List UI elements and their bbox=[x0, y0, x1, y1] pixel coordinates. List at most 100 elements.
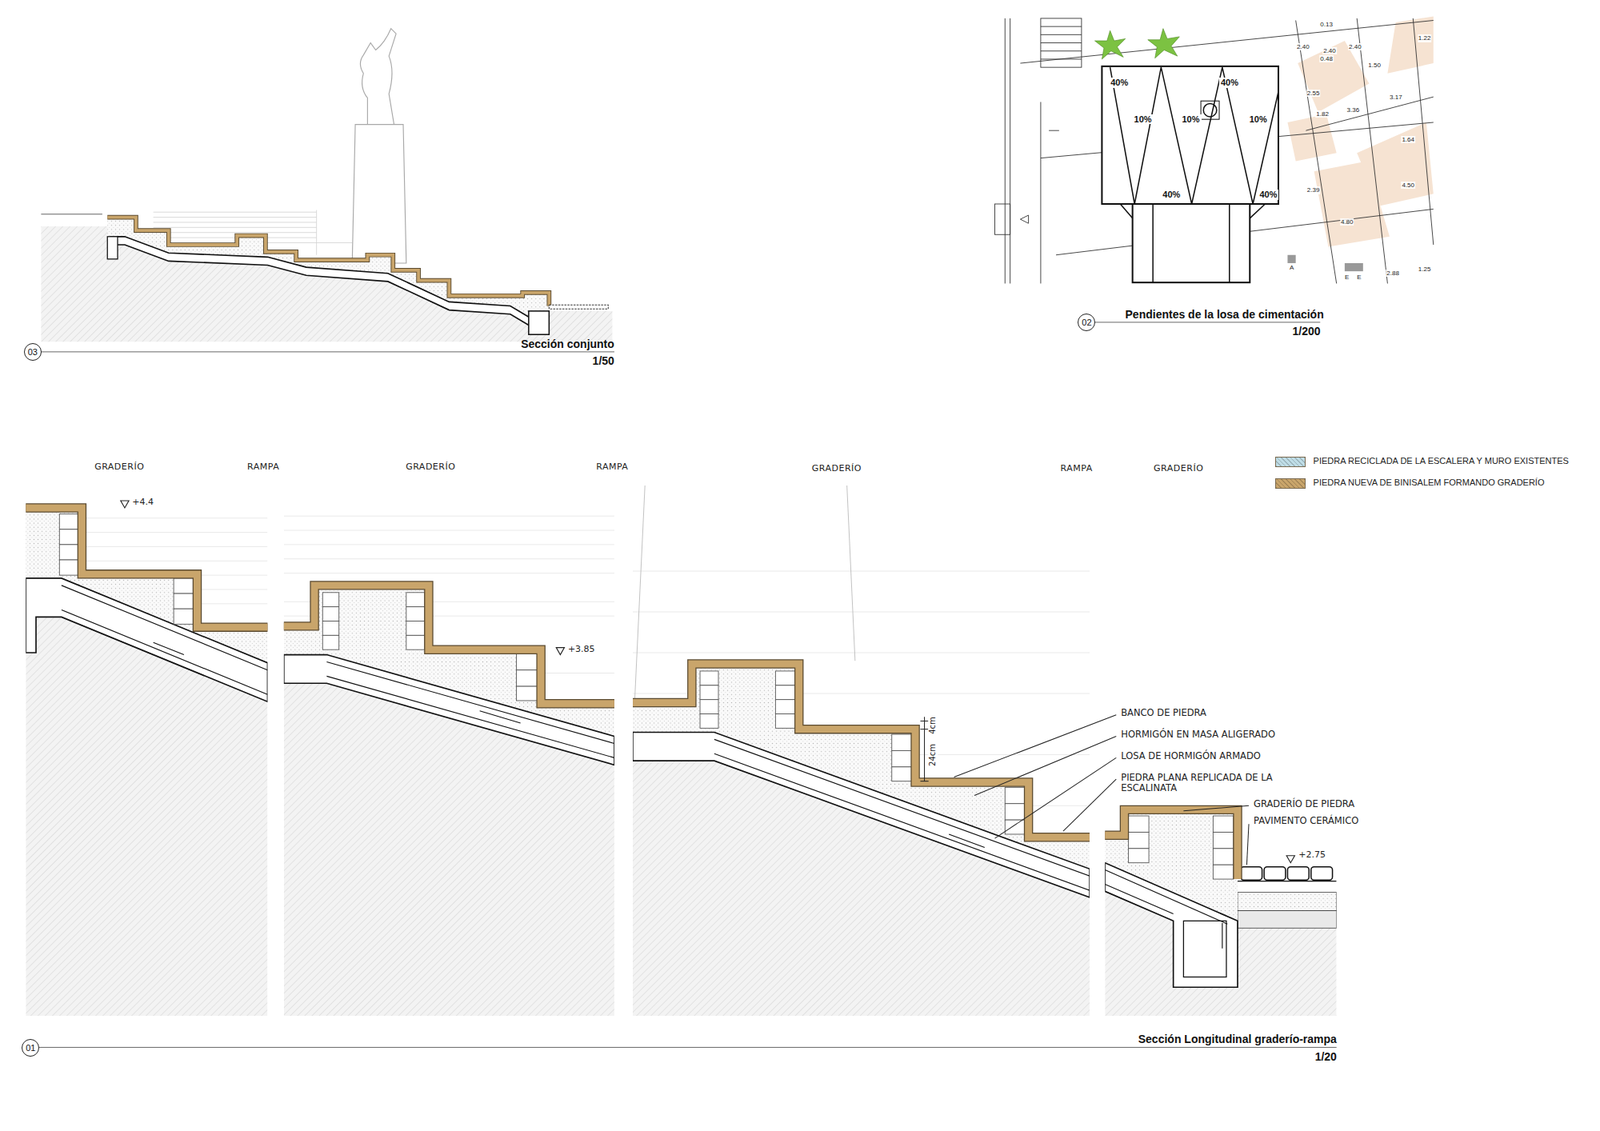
drawing-rect bbox=[173, 593, 196, 609]
drawing-rect bbox=[1287, 255, 1296, 264]
drawing-rect bbox=[173, 578, 196, 594]
drawing-polygon bbox=[120, 500, 129, 508]
drawing-rect bbox=[548, 304, 608, 309]
drawing-line bbox=[1237, 880, 1337, 882]
drawing-rect bbox=[700, 714, 719, 729]
drawing-line bbox=[1152, 204, 1154, 283]
drawing-line bbox=[1246, 824, 1249, 865]
drawing-line bbox=[326, 676, 615, 758]
drawing-rect bbox=[59, 544, 80, 560]
drawing-line bbox=[1040, 42, 1082, 44]
dimension-label: 1.64 bbox=[1400, 136, 1416, 144]
dimension-label: 1.50 bbox=[1367, 61, 1382, 69]
drawing-rect bbox=[406, 592, 425, 608]
drawing-line bbox=[948, 834, 985, 848]
drawing-line bbox=[284, 572, 615, 574]
drawing-polygon bbox=[1287, 114, 1336, 162]
drawing-polygon bbox=[556, 648, 564, 656]
title-text: 1/20 bbox=[1315, 1050, 1337, 1064]
drawing-rect bbox=[173, 608, 196, 624]
sheet-number-text: 02 bbox=[1081, 317, 1092, 328]
drawing-g bbox=[714, 739, 1090, 891]
drawing-line bbox=[1305, 96, 1433, 131]
sheet-number: 02 bbox=[1077, 313, 1096, 332]
zone-label: RAMPA bbox=[596, 462, 628, 473]
drawing-rect bbox=[322, 607, 339, 622]
drawing-polygon bbox=[1104, 863, 1238, 988]
drawing-line bbox=[1104, 870, 1228, 925]
drawing-rect bbox=[322, 635, 339, 650]
title-text: 1/200 bbox=[1292, 324, 1320, 338]
drawing-rect bbox=[775, 700, 796, 715]
drawing-line bbox=[1221, 923, 1223, 949]
drawing-polyline bbox=[107, 217, 549, 307]
drawing-rect bbox=[1004, 787, 1027, 804]
drawing-rect bbox=[406, 620, 425, 636]
dimension-label: 2.39 bbox=[1306, 186, 1321, 194]
section-detail bbox=[20, 485, 1337, 1048]
drawing-rect bbox=[1004, 804, 1027, 820]
drawing-line bbox=[995, 757, 1117, 839]
drawing-g bbox=[1104, 809, 1336, 1016]
dimension-label: 2.40 bbox=[1348, 43, 1363, 51]
drawing-line bbox=[153, 227, 317, 228]
drawing-line bbox=[1048, 130, 1060, 132]
drawing-polygon bbox=[25, 578, 268, 702]
drawing-g bbox=[995, 18, 1434, 284]
drawing-line bbox=[39, 1047, 1337, 1048]
drawing-line bbox=[920, 728, 928, 730]
drawing-line bbox=[924, 716, 925, 781]
drawing-line bbox=[153, 212, 317, 213]
drawing-g bbox=[1104, 870, 1228, 949]
drawing-line bbox=[153, 221, 317, 223]
title-text: 1/50 bbox=[592, 354, 615, 368]
callout-label: PAVIMENTO CERÁMICO bbox=[1252, 816, 1360, 827]
drawing-line bbox=[1040, 34, 1082, 36]
slope-label: 40% bbox=[1108, 77, 1130, 88]
zone-label: GRADERÍO bbox=[812, 464, 862, 475]
dimension-label: 1.25 bbox=[1417, 265, 1432, 273]
drawing-line bbox=[1249, 204, 1265, 219]
drawing-rect bbox=[892, 750, 914, 767]
drawing-g bbox=[352, 28, 407, 264]
drawing-line bbox=[1009, 18, 1011, 284]
drawing-line bbox=[284, 530, 615, 532]
dimension-label: 4.80 bbox=[1340, 218, 1355, 226]
drawing-line bbox=[1004, 18, 1006, 284]
drawing-line bbox=[847, 485, 856, 661]
zone-label: GRADERÍO bbox=[94, 462, 144, 473]
drawing-g bbox=[25, 508, 268, 1016]
drawing-g bbox=[1240, 867, 1333, 881]
drawing-line bbox=[1296, 20, 1337, 284]
section-overview bbox=[40, 28, 615, 352]
drawing-g bbox=[1128, 816, 1234, 880]
drawing-line bbox=[153, 216, 317, 218]
drawing-line bbox=[1228, 204, 1231, 283]
drawing-rect bbox=[1040, 18, 1082, 68]
drawing-rect bbox=[1237, 892, 1337, 912]
drawing-rect bbox=[1128, 848, 1150, 864]
legend-text: PIEDRA NUEVA DE BINISALEM FORMANDO GRADE… bbox=[1313, 477, 1545, 488]
drawing-g bbox=[120, 500, 1296, 864]
drawing-line bbox=[1183, 805, 1249, 811]
dimension-label: 1.82 bbox=[1315, 110, 1330, 118]
drawing-polyline bbox=[107, 217, 549, 307]
drawing-polyline bbox=[25, 508, 268, 628]
drawing-line bbox=[1040, 50, 1082, 52]
drawing-rect bbox=[1132, 204, 1251, 283]
drawing-line bbox=[920, 780, 928, 782]
legend-swatch bbox=[1275, 478, 1306, 489]
drawing-g bbox=[920, 716, 928, 781]
drawing-line bbox=[284, 558, 615, 560]
drawing-line bbox=[316, 210, 317, 256]
drawing-polygon bbox=[110, 236, 531, 327]
drawing-rect bbox=[528, 311, 550, 335]
drawing-rect bbox=[775, 714, 796, 729]
dimension-label: E bbox=[1356, 273, 1362, 281]
drawing-line bbox=[920, 720, 928, 722]
drawing-line bbox=[1040, 102, 1041, 284]
drawing-line bbox=[284, 544, 615, 545]
drawing-line bbox=[1063, 779, 1116, 832]
